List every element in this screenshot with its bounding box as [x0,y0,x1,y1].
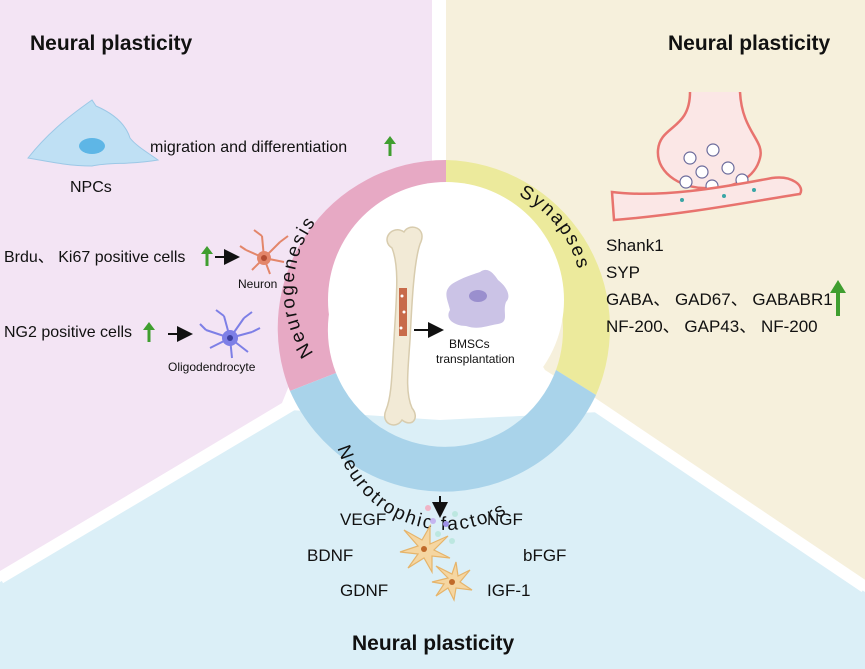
ng2-text: NG2 positive cells [4,324,132,341]
oligodendrocyte-label: Oligodendrocyte [168,360,256,374]
marker-shank1: Shank1 [606,236,664,255]
brdu-increase-arrow [201,246,213,266]
marker-gaba: GABA、 GAD67、 GABABR1 [606,290,833,309]
bottom-panel-background [0,410,865,669]
divider-right [576,390,865,592]
npc-cell-icon [27,99,160,167]
bottom-panel-title: Neural plasticity [352,632,515,655]
oligodendrocyte-icon [199,309,261,359]
center-circle [328,182,564,418]
growth-factor-dots [425,505,458,544]
marker-nf200: NF-200、 GAP43、 NF-200 [606,317,818,336]
factor-gdnf: GDNF [340,581,388,600]
factor-igf1: IGF-1 [487,581,530,600]
factor-bfgf: bFGF [523,546,566,565]
synapse-increase-arrow [830,280,846,316]
astrocyte-icon-small [431,561,473,602]
ring-segment-neurotrophic [290,370,596,492]
right-panel-title: Neural plasticity [668,32,831,55]
bmsc-cell-icon [446,269,509,328]
bmsc-label-line1: BMSCs [449,337,490,351]
migration-text: migration and differentiation [150,139,347,156]
migration-increase-arrow [384,136,396,156]
astrocyte-icon-large [399,523,451,575]
ng2-increase-arrow [143,322,155,342]
left-panel-title: Neural plasticity [30,32,193,55]
bone-icon [383,226,423,426]
synapse-icon [610,91,803,222]
neuron-icon [239,229,289,275]
factor-bdnf: BDNF [307,546,353,565]
bmsc-label-line2: transplantation [436,352,515,366]
factor-vegf: VEGF [340,510,386,529]
brdu-text: Brdu、 Ki67 positive cells [4,249,185,266]
npcs-label: NPCs [70,179,112,196]
neuron-label: Neuron [238,277,277,291]
factor-ngf: NGF [487,510,523,529]
divider-left [0,394,304,584]
marker-syp: SYP [606,263,640,282]
